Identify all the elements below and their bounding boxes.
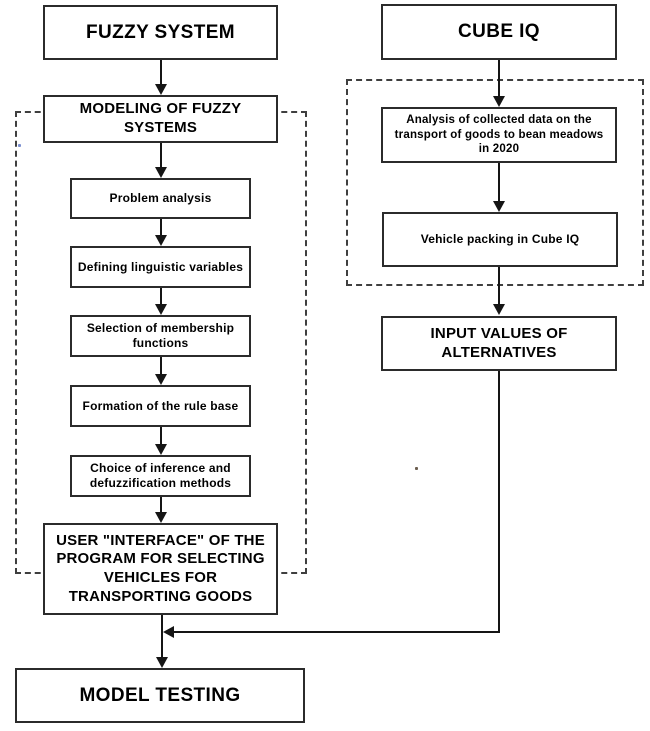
- node-problem-analysis: Problem analysis: [70, 178, 251, 219]
- node-cube-iq: CUBE IQ: [381, 4, 617, 60]
- arrowhead-down-icon: [155, 84, 167, 95]
- connector-defining-to-selection: [160, 288, 162, 306]
- arrowhead-down-icon: [155, 374, 167, 385]
- node-vehicle-packing-cube-iq: Vehicle packing in Cube IQ: [382, 212, 618, 267]
- connector-input-values-elbow-horizontal: [172, 631, 500, 633]
- node-formation-of-rule-base: Formation of the rule base: [70, 385, 251, 427]
- node-input-values-of-alternatives: INPUT VALUES OF ALTERNATIVES: [381, 316, 617, 371]
- cube-iq-dashed-frame: [346, 79, 644, 286]
- arrowhead-down-icon: [155, 304, 167, 315]
- connector-problem-to-defining: [160, 219, 162, 237]
- node-analysis-of-collected-data: Analysis of collected data on the transp…: [381, 107, 617, 163]
- node-model-testing: MODEL TESTING: [15, 668, 305, 723]
- stray-mark: [18, 144, 21, 147]
- connector-cubeiq-to-analysis: [498, 60, 500, 98]
- node-modeling-of-fuzzy-systems: MODELING OF FUZZY SYSTEMS: [43, 95, 278, 143]
- connector-user-interface-to-model-testing: [161, 615, 163, 659]
- arrowhead-down-icon: [156, 657, 168, 668]
- arrowhead-left-icon: [163, 626, 174, 638]
- connector-selection-to-formation: [160, 357, 162, 376]
- connector-analysis-to-packing: [498, 163, 500, 203]
- connector-packing-to-input-values: [498, 267, 500, 306]
- arrowhead-down-icon: [155, 235, 167, 246]
- node-choice-of-inference: Choice of inference and defuzzification …: [70, 455, 251, 497]
- arrowhead-down-icon: [493, 304, 505, 315]
- arrowhead-down-icon: [155, 167, 167, 178]
- stray-mark: [415, 467, 418, 470]
- connector-fuzzy-to-modeling: [160, 60, 162, 87]
- connector-input-values-elbow-vertical: [498, 371, 500, 633]
- arrowhead-down-icon: [493, 201, 505, 212]
- arrowhead-down-icon: [155, 444, 167, 455]
- connector-choice-to-user-interface: [160, 497, 162, 514]
- connector-modeling-to-problem: [160, 143, 162, 169]
- arrowhead-down-icon: [155, 512, 167, 523]
- arrowhead-down-icon: [493, 96, 505, 107]
- connector-formation-to-choice: [160, 427, 162, 446]
- node-user-interface-program: USER "INTERFACE" OF THE PROGRAM FOR SELE…: [43, 523, 278, 615]
- node-selection-of-membership-functions: Selection of membership functions: [70, 315, 251, 357]
- node-fuzzy-system: FUZZY SYSTEM: [43, 5, 278, 60]
- node-defining-linguistic-variables: Defining linguistic variables: [70, 246, 251, 288]
